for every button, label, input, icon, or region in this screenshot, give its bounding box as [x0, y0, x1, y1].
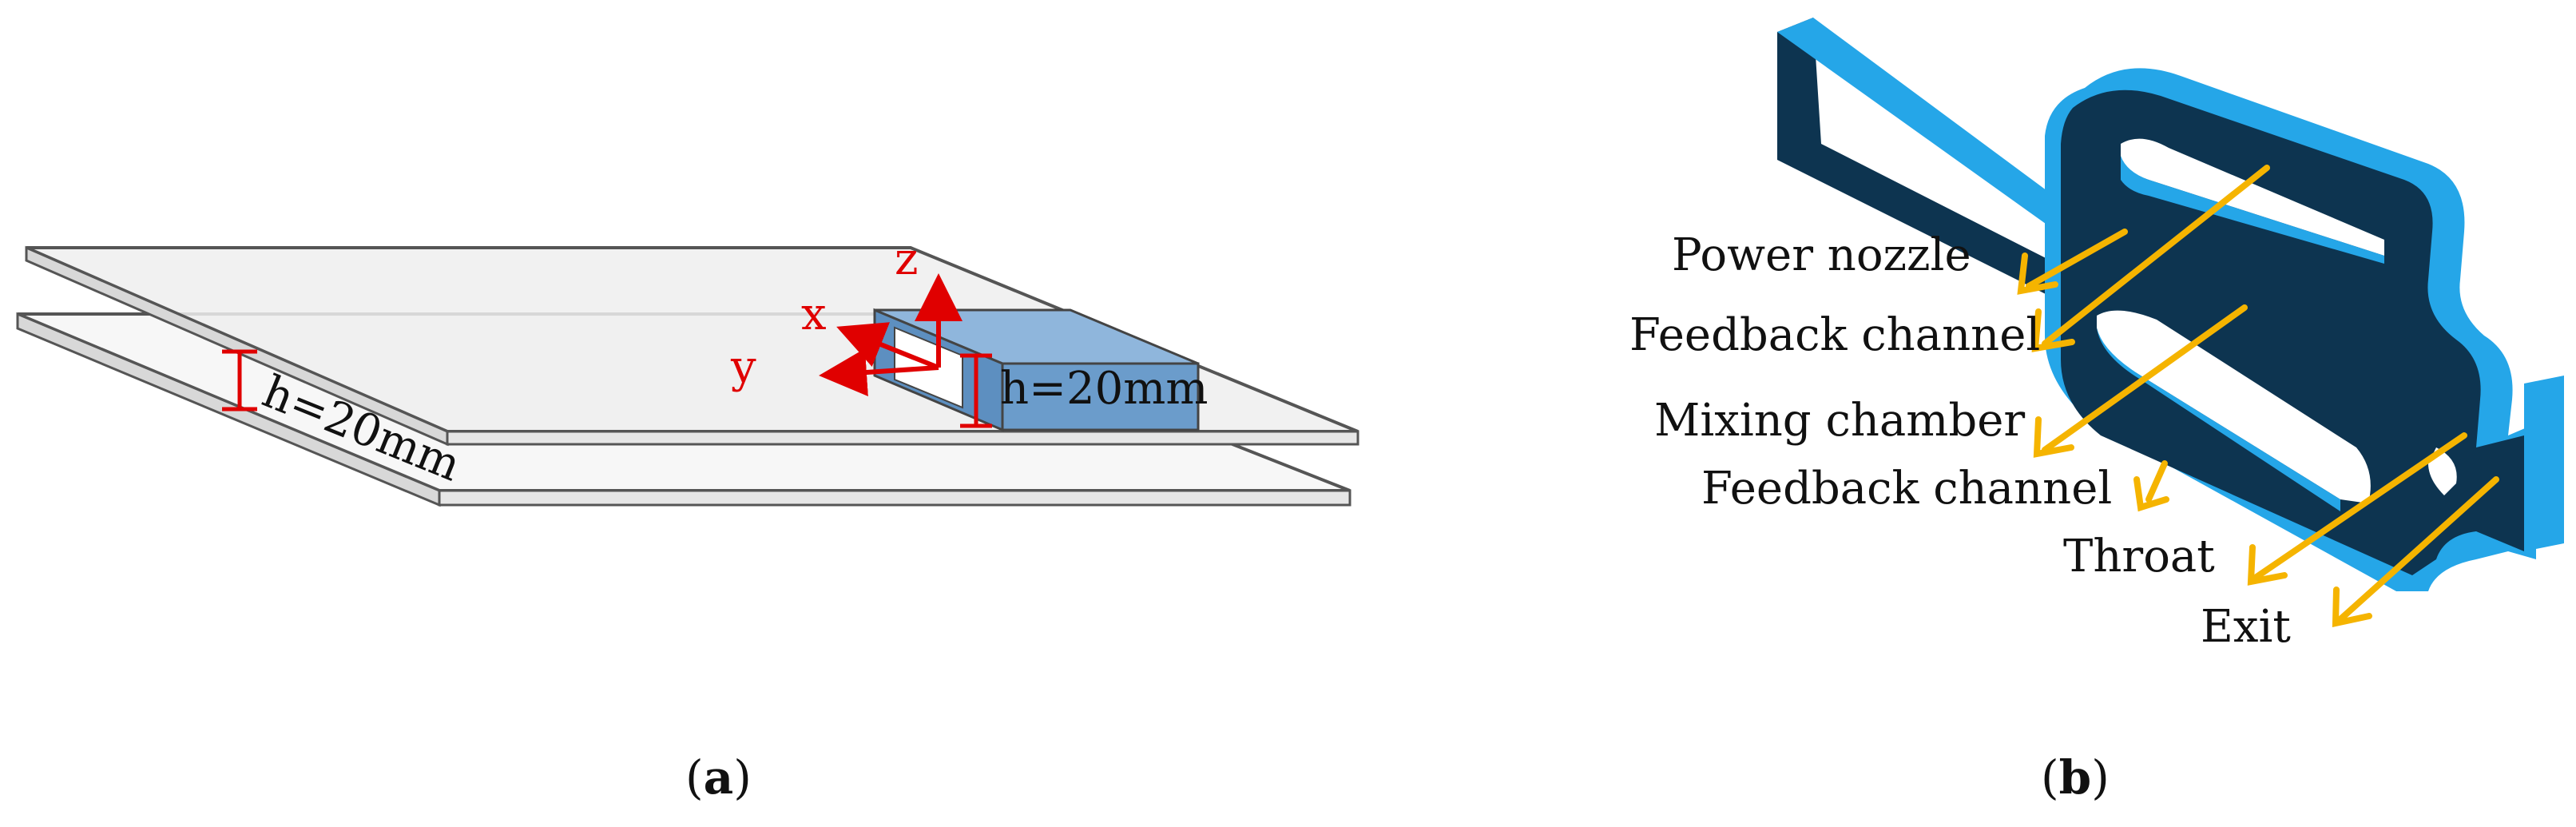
arrow-mixing-chamber [2033, 304, 2248, 458]
label-mixing-chamber: Mixing chamber [1654, 395, 2025, 447]
feedback-channel-lower [2097, 310, 2371, 503]
label-power-nozzle: Power nozzle [1672, 229, 1971, 281]
axis-y-label: y [730, 341, 756, 393]
x-axis-arrow [836, 322, 940, 370]
device-main-body [2061, 89, 2524, 575]
gap-marker-left [222, 349, 257, 412]
label-feedback-channel-1: Feedback channel [1629, 309, 2040, 361]
label-exit: Exit [2201, 601, 2291, 653]
coordinate-axes [819, 273, 963, 396]
panel-b: Power nozzle Feedback channel Mixing cha… [1629, 18, 2564, 805]
gap-label-box: h=20mm [1000, 363, 1208, 415]
orange-arrows [2017, 165, 2499, 627]
arrow-exit [2332, 476, 2499, 627]
axis-x-label: x [801, 288, 827, 340]
arrow-power-nozzle [2017, 229, 2128, 295]
arrow-feedback-channel-1 [2031, 165, 2270, 352]
label-throat: Throat [2063, 531, 2215, 582]
caption-a: (a) [685, 750, 752, 805]
gap-marker-box [960, 353, 992, 428]
arrow-throat [2247, 432, 2467, 586]
y-axis-arrow [819, 348, 939, 396]
throat-notch [2428, 447, 2457, 495]
axis-z-label: z [895, 233, 919, 285]
power-nozzle-body [1777, 18, 2057, 300]
fluidic-oscillator-device [1777, 18, 2564, 591]
caption-b: (b) [2041, 750, 2110, 805]
arrow-feedback-channel-2 [2133, 460, 2169, 512]
feedback-channel-upper [2121, 138, 2384, 256]
label-feedback-channel-2: Feedback channel [1701, 463, 2112, 515]
exit-block [2524, 376, 2564, 551]
panel-a: h=20mm h=20mm z x y (a) [16, 233, 1359, 805]
